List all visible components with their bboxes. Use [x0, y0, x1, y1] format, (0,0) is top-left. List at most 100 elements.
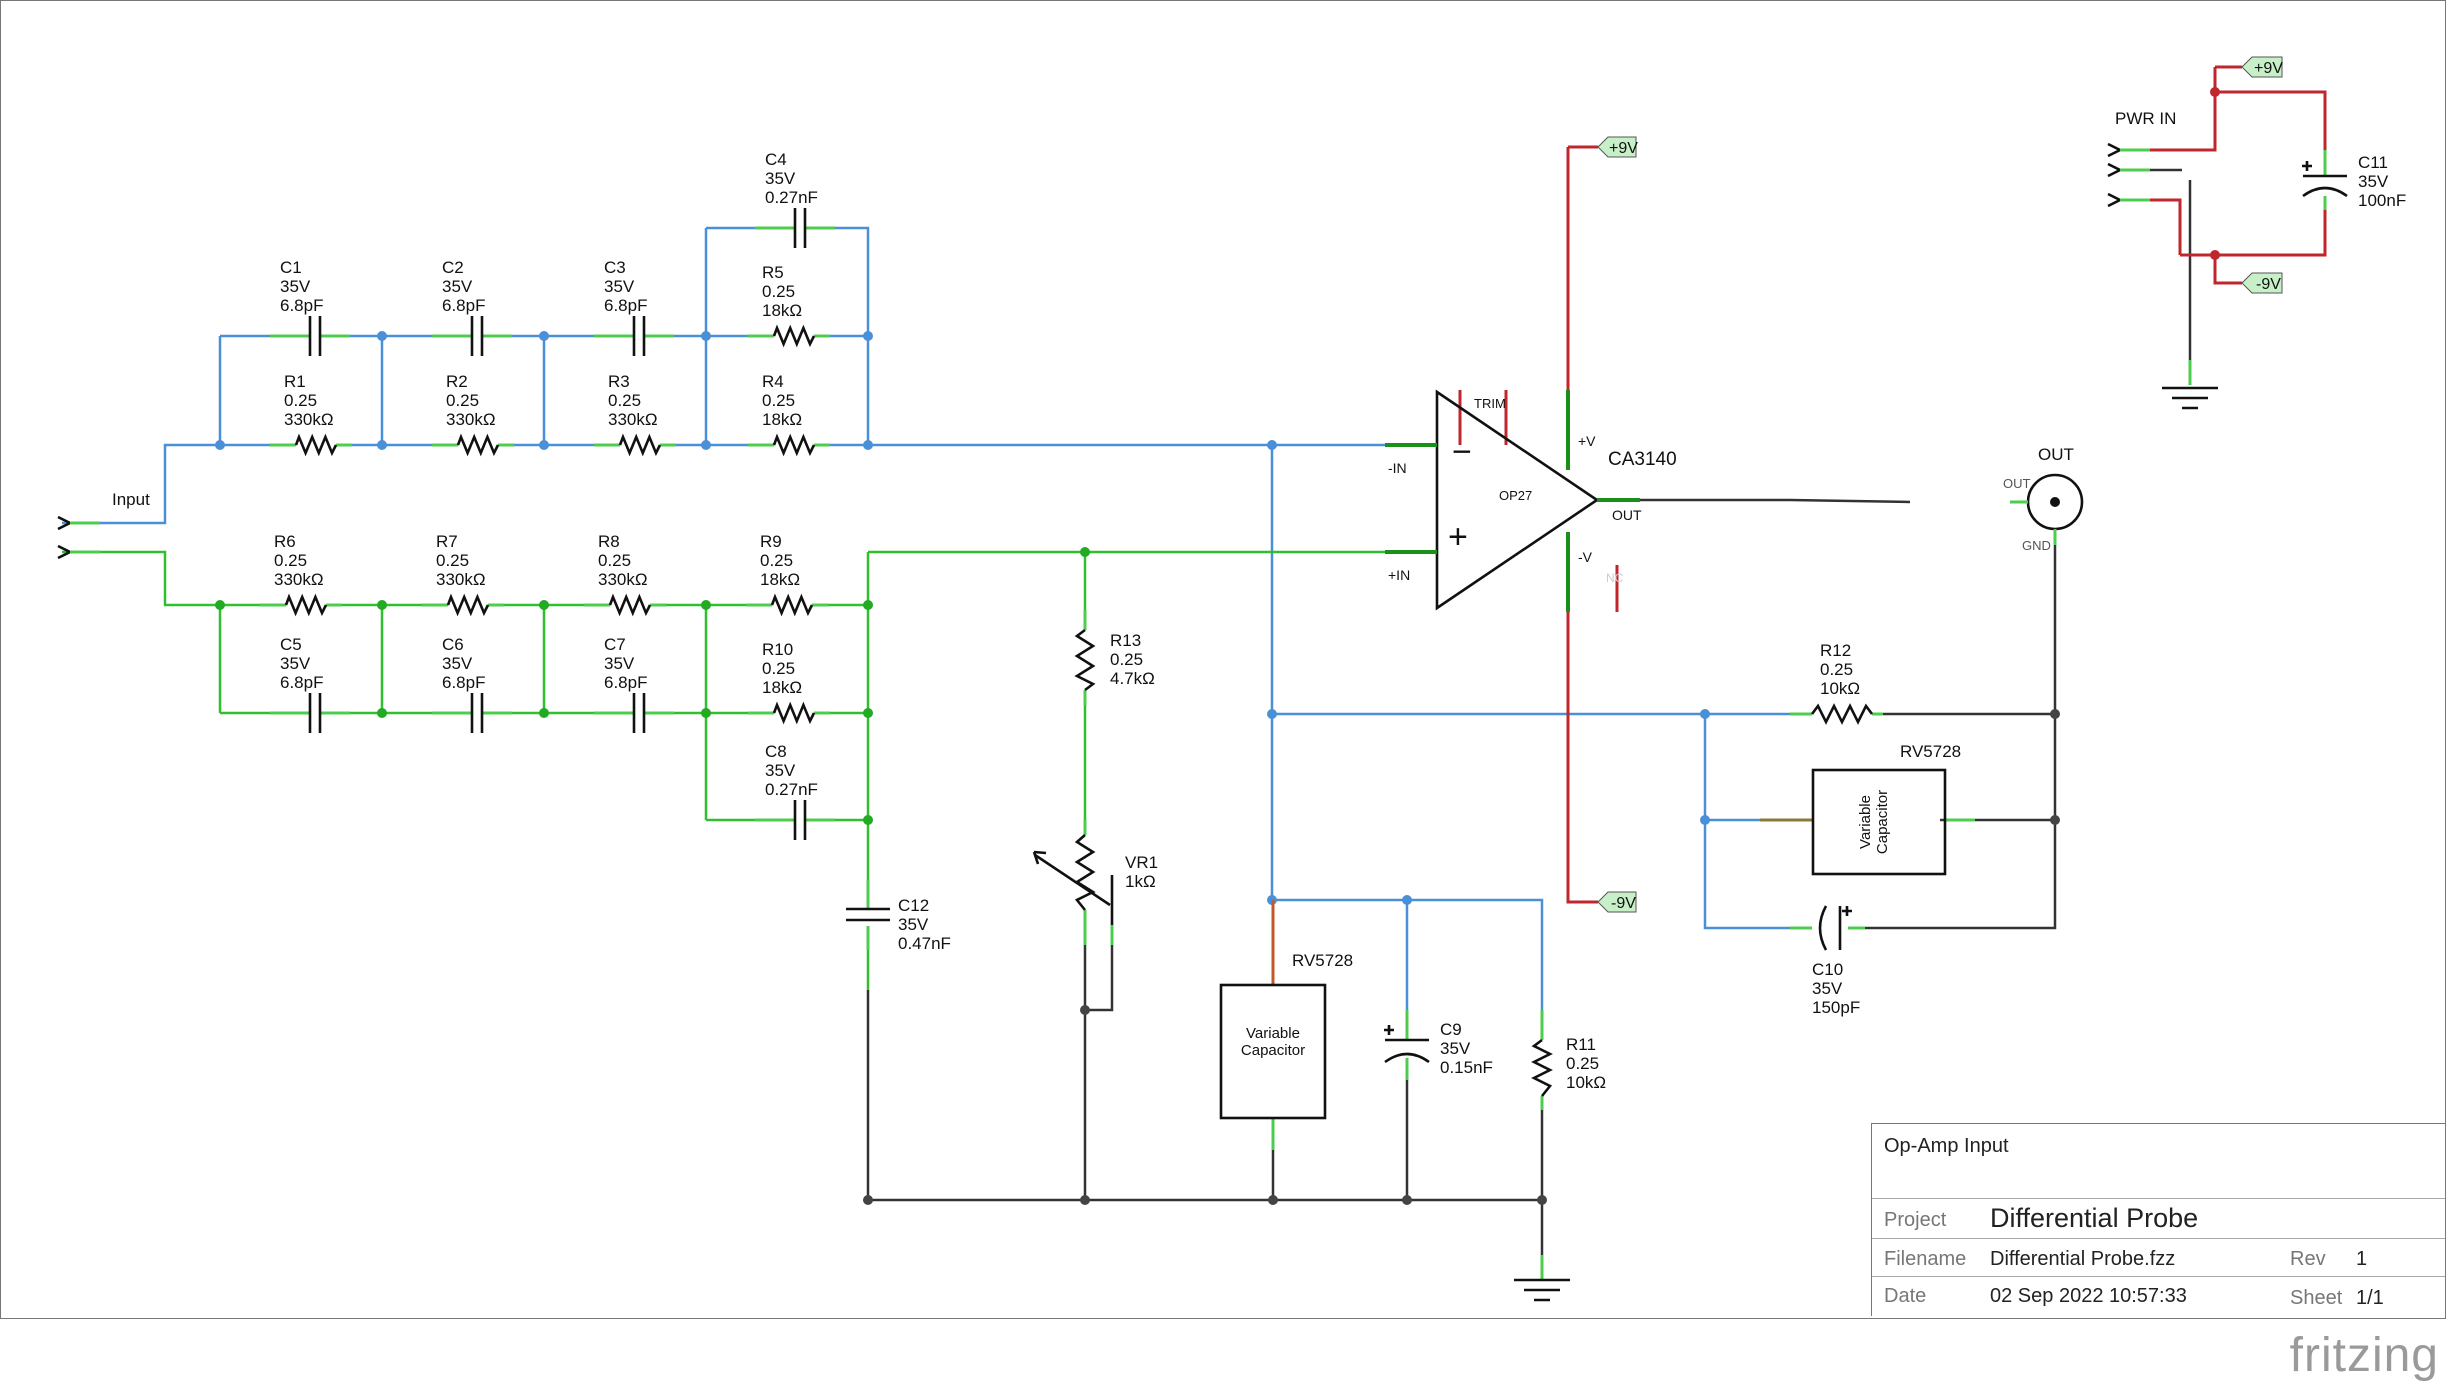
svg-text:35V: 35V — [1440, 1039, 1471, 1058]
power-flag-minus9v-opamp: -9V — [1597, 891, 1637, 913]
r6-label-0: R6 — [274, 532, 296, 551]
svg-text:35V: 35V — [2358, 172, 2389, 191]
capacitor-c10[interactable]: C10 35V 150pF — [1790, 905, 1865, 1017]
c6-label-0: C6 — [442, 635, 464, 654]
variable-capacitor-rv5728-a[interactable]: RV5728 Variable Capacitor — [1219, 900, 1353, 1150]
power-input-connector[interactable]: PWR IN — [2107, 109, 2176, 208]
filename-value: Differential Probe.fzz — [1990, 1248, 2176, 1270]
output-bnc-connector[interactable]: OUT OUT GND — [2003, 445, 2084, 553]
svg-text:0.25: 0.25 — [1820, 660, 1853, 679]
svg-text:OUT: OUT — [1612, 507, 1642, 523]
r1-label-1: 0.25 — [284, 391, 317, 410]
r1-label-2: 330kΩ — [284, 410, 334, 429]
potentiometer-vr1[interactable]: VR1 1kΩ — [1032, 820, 1158, 945]
svg-text:+9V: +9V — [1609, 140, 1638, 157]
r7-label-2: 330kΩ — [436, 570, 486, 589]
r9-label-2: 18kΩ — [760, 570, 800, 589]
variable-capacitor-rv5728-b[interactable]: RV5728 Variable Capacitor — [1760, 742, 1975, 876]
svg-text:R13: R13 — [1110, 631, 1141, 650]
c5-label-2: 6.8pF — [280, 673, 323, 692]
svg-text:RV5728: RV5728 — [1292, 951, 1353, 970]
resistor-r11[interactable]: R11 0.25 10kΩ — [1531, 1010, 1606, 1110]
c3-label-2: 6.8pF — [604, 296, 647, 315]
r2-label-2: 330kΩ — [446, 410, 496, 429]
r3-label-2: 330kΩ — [608, 410, 658, 429]
svg-text:1kΩ: 1kΩ — [1125, 872, 1156, 891]
svg-text:0.25: 0.25 — [1566, 1054, 1599, 1073]
input-label: Input — [112, 490, 150, 509]
c4-label-1: 35V — [765, 169, 796, 188]
svg-text:-9V: -9V — [1611, 895, 1636, 912]
svg-text:CA3140: CA3140 — [1608, 449, 1677, 470]
date-value: 02 Sep 2022 10:57:33 — [1990, 1285, 2187, 1307]
svg-text:4.7kΩ: 4.7kΩ — [1110, 669, 1155, 688]
svg-text:-9V: -9V — [2256, 276, 2281, 293]
capacitor-c9[interactable]: C9 35V 0.15nF — [1384, 1010, 1493, 1080]
svg-text:C12: C12 — [898, 896, 929, 915]
svg-text:RV5728: RV5728 — [1900, 742, 1961, 761]
svg-text:Variable: Variable — [1857, 795, 1874, 849]
r8-label-0: R8 — [598, 532, 620, 551]
svg-text:C9: C9 — [1440, 1020, 1462, 1039]
resistor-r12[interactable]: R12 0.25 10kΩ — [1790, 641, 1883, 725]
sheet-title: Op-Amp Input — [1884, 1135, 2009, 1157]
c2-label-1: 35V — [442, 277, 473, 296]
resistor-r13[interactable]: R13 0.25 4.7kΩ — [1074, 610, 1155, 705]
wires-supply — [1458, 65, 2327, 904]
power-flag-plus9v-opamp: +9V — [1597, 136, 1638, 158]
svg-text:C11: C11 — [2358, 153, 2388, 172]
r7-label-0: R7 — [436, 532, 458, 551]
svg-text:+9V: +9V — [2254, 60, 2283, 77]
svg-text:Variable: Variable — [1246, 1025, 1300, 1042]
wires-ground-output — [866, 168, 2192, 1280]
svg-text:GND: GND — [2022, 538, 2051, 553]
svg-text:10kΩ: 10kΩ — [1820, 679, 1860, 698]
svg-text:R11: R11 — [1566, 1035, 1596, 1054]
opamp-ca3140[interactable]: − + OP27 TRIM NC -IN +IN OUT +V -V CA314… — [1385, 389, 1677, 612]
svg-text:-V: -V — [1578, 549, 1593, 565]
r7-label-1: 0.25 — [436, 551, 469, 570]
svg-text:+: + — [1448, 518, 1468, 556]
r8-label-2: 330kΩ — [598, 570, 648, 589]
svg-text:TRIM: TRIM — [1474, 396, 1506, 411]
capacitor-c12[interactable]: C12 35V 0.47nF — [846, 880, 951, 953]
c1-label-0: C1 — [280, 258, 302, 277]
capacitors: C135V6.8pFC235V6.8pFC335V6.8pFC435V0.27n… — [270, 150, 835, 840]
input-connector[interactable]: Input — [57, 490, 150, 560]
r5-label-2: 18kΩ — [762, 301, 802, 320]
c7-label-2: 6.8pF — [604, 673, 647, 692]
svg-text:+V: +V — [1578, 433, 1596, 449]
svg-text:35V: 35V — [1812, 979, 1843, 998]
sheet-number: 1/1 — [2356, 1287, 2384, 1309]
date-row: Date 02 Sep 2022 10:57:33 Sheet 1/1 — [1872, 1276, 2445, 1317]
r10-label-2: 18kΩ — [762, 678, 802, 697]
r4-label-2: 18kΩ — [762, 410, 802, 429]
capacitor-c11[interactable]: C11 35V 100nF — [2302, 150, 2406, 210]
svg-text:Capacitor: Capacitor — [1874, 790, 1891, 854]
svg-text:C10: C10 — [1812, 960, 1843, 979]
r10-label-1: 0.25 — [762, 659, 795, 678]
svg-text:10kΩ: 10kΩ — [1566, 1073, 1606, 1092]
rev-value: 1 — [2356, 1248, 2368, 1270]
c7-label-0: C7 — [604, 635, 626, 654]
